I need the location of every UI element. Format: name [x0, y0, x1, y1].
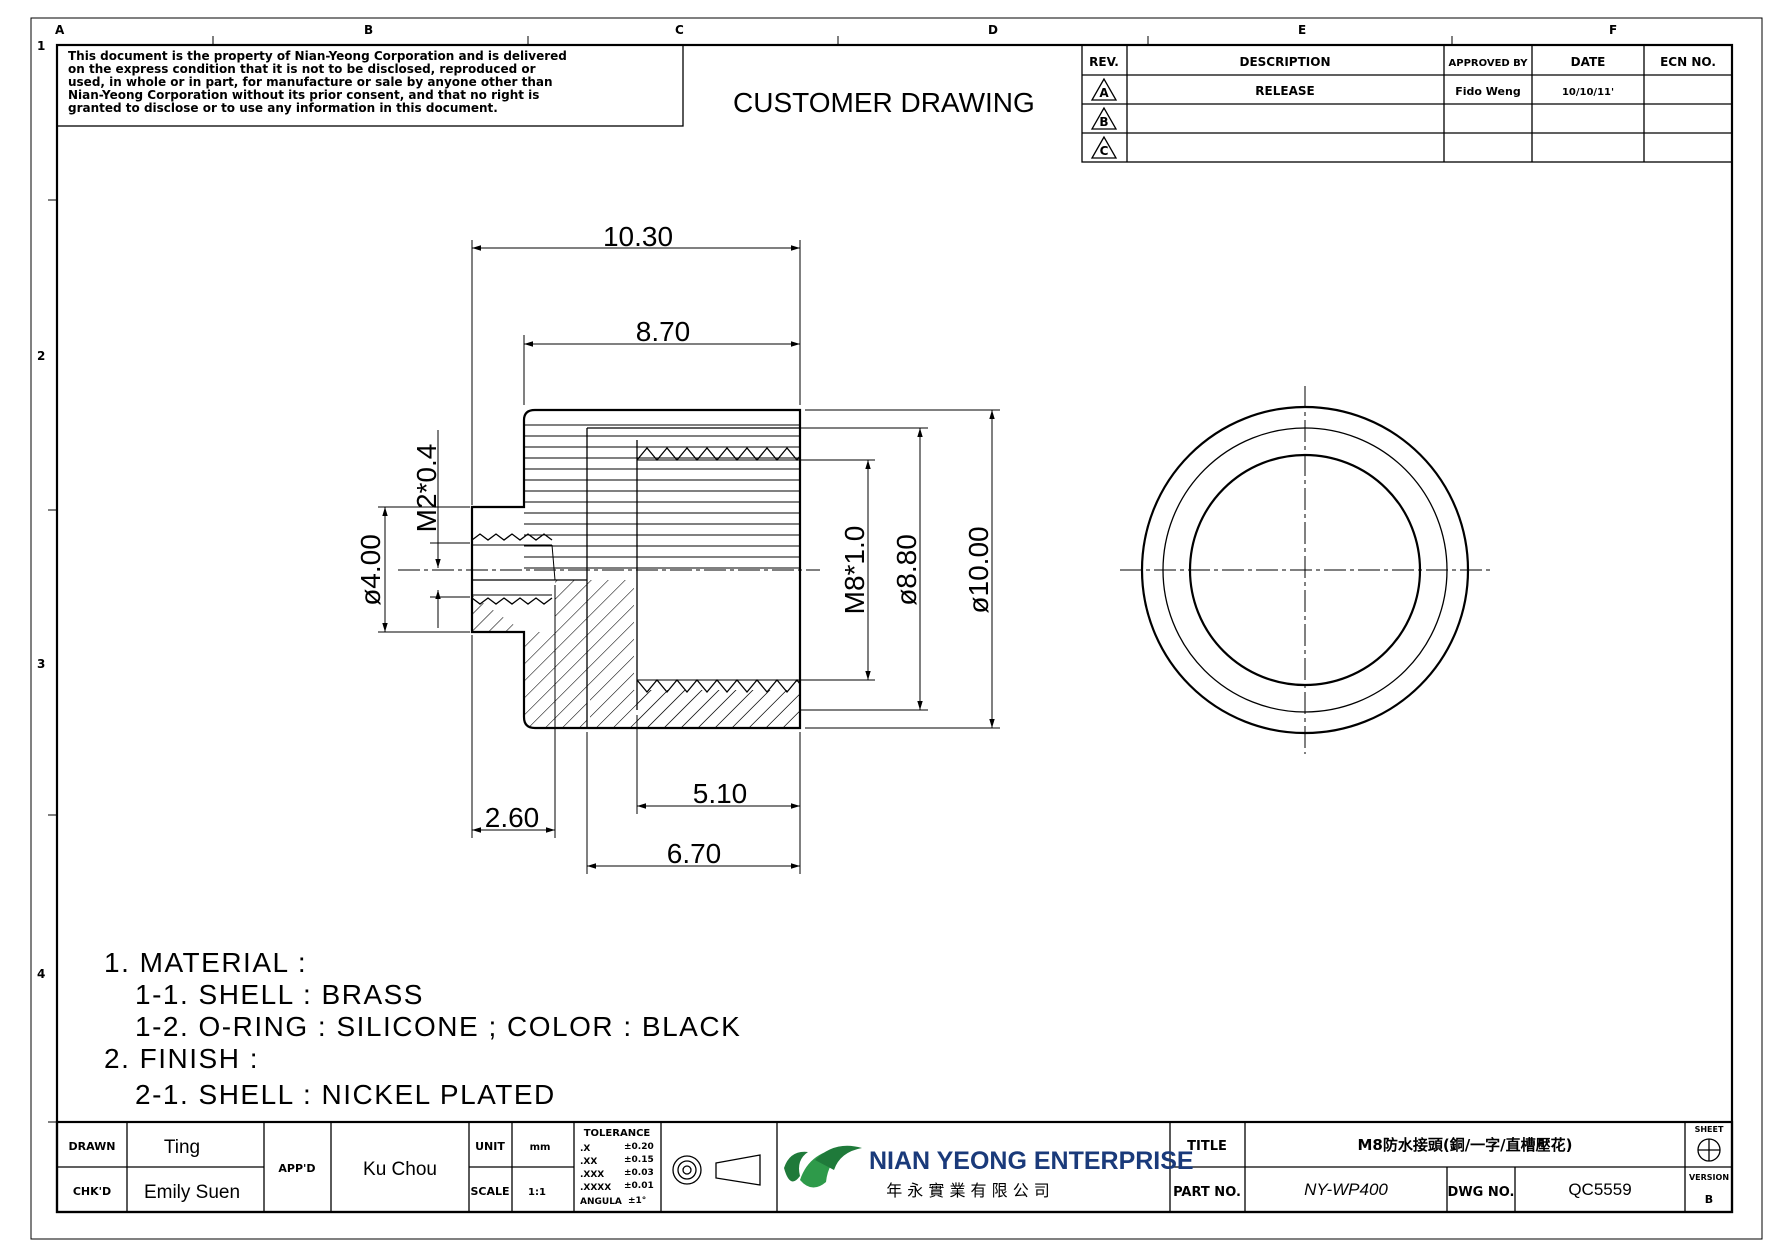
sheet-symbol-icon — [1697, 1138, 1721, 1162]
checked-value: Emily Suen — [144, 1182, 240, 1203]
knurl-lines — [524, 424, 800, 569]
section-view: 10.30 8.70 M2*0.4 ø4.00 M8*1.0 ø8.80 ø10… — [355, 221, 1000, 874]
tolerance-value: ±0.20 — [624, 1142, 654, 1152]
unit-value: mm — [530, 1142, 551, 1153]
approved-value: Ku Chou — [363, 1159, 437, 1180]
zone-label-row-1: 1 — [37, 39, 45, 53]
rev-a-approved-by: Fido Weng — [1455, 85, 1520, 98]
dwg-no-label: DWG NO. — [1448, 1185, 1515, 1200]
small-thread-lower — [471, 597, 553, 605]
outer-frame — [30, 17, 1763, 1240]
drawn-value: Ting — [164, 1137, 200, 1158]
thread-lower — [636, 678, 801, 694]
zone-label-col-b: B — [364, 23, 373, 37]
note-line: 1-2. O-RING : SILICONE ; COLOR : BLACK — [135, 1011, 741, 1042]
zone-label-col-f: F — [1609, 23, 1617, 37]
third-angle-projection-icon — [672, 1154, 761, 1186]
section-hatch-inner — [587, 580, 634, 690]
tolerance-label: .XXX — [580, 1170, 604, 1180]
rev-header-ecn: ECN NO. — [1660, 55, 1716, 69]
note-line: 2. FINISH : — [104, 1043, 259, 1074]
company-name: NIAN YEONG ENTERPRISE — [869, 1147, 1194, 1175]
dim-small-dia: ø4.00 — [355, 534, 386, 606]
dim-inner-dia: ø8.80 — [891, 534, 922, 606]
rev-header-description: DESCRIPTION — [1239, 55, 1330, 69]
tolerance-value: ±0.03 — [624, 1168, 654, 1178]
notes: 1. MATERIAL : 1-1. SHELL : BRASS 1-2. O-… — [104, 947, 741, 1110]
title-block: DRAWN Ting CHK'D Emily Suen APP'D Ku Cho… — [55, 1120, 1734, 1214]
zone-label-col-c: C — [675, 23, 684, 37]
zone-ticks-top — [212, 36, 1453, 45]
rev-triangle-icon — [1090, 135, 1118, 159]
notice-line: Nian-Yeong Corporation without its prior… — [68, 88, 539, 102]
tolerance-label: .XX — [580, 1157, 597, 1167]
notice-line: used, in whole or in part, for manufactu… — [68, 75, 553, 89]
end-view — [1120, 386, 1490, 754]
rev-b-letter: B — [1099, 115, 1108, 129]
tolerance-title: TOLERANCE — [584, 1128, 651, 1139]
zone-label-col-e: E — [1298, 23, 1306, 37]
rev-c-letter: C — [1100, 144, 1109, 158]
notice-line: granted to disclose or to use any inform… — [68, 101, 498, 115]
company-name-cn: 年 永 實 業 有 限 公 司 — [886, 1181, 1050, 1200]
dwg-no-value: QC5559 — [1568, 1180, 1631, 1199]
dim-overall-length: 10.30 — [603, 221, 673, 252]
title-label: TITLE — [1187, 1139, 1227, 1154]
note-line: 1. MATERIAL : — [104, 947, 307, 978]
notice-line: on the express condition that it is not … — [68, 62, 536, 76]
zone-label-col-a: A — [55, 23, 65, 37]
part-no-label: PART NO. — [1173, 1185, 1241, 1200]
thread-upper — [636, 446, 801, 462]
zone-label-row-2: 2 — [37, 349, 45, 363]
dim-bore-depth: 6.70 — [667, 838, 722, 869]
tolerance-value: ±1° — [628, 1196, 646, 1206]
zone-ticks-left — [48, 199, 57, 1123]
tolerance-value: ±0.15 — [624, 1155, 654, 1165]
rev-header-approved: APPROVED BY — [1449, 58, 1529, 69]
tolerance-label: .X — [580, 1144, 590, 1154]
note-line: 1-1. SHELL : BRASS — [135, 979, 424, 1010]
zone-label-row-3: 3 — [37, 657, 45, 671]
part-no-value: NY-WP400 — [1304, 1180, 1388, 1199]
revision-table: REV. DESCRIPTION APPROVED BY DATE ECN NO… — [1081, 44, 1733, 163]
rev-triangle-icon — [1090, 106, 1118, 130]
company-logo-icon — [784, 1145, 862, 1188]
tolerance-label: ANGULA — [580, 1197, 622, 1207]
sheet-label: SHEET — [1695, 1125, 1724, 1134]
rev-header-date: DATE — [1571, 55, 1606, 69]
part-outline — [470, 408, 802, 730]
notice-text: This document is the property of Nian-Ye… — [68, 49, 567, 115]
rev-triangle-icon — [1090, 77, 1118, 101]
rev-a-description: RELEASE — [1255, 84, 1314, 98]
unit-label: UNIT — [475, 1140, 505, 1153]
rev-a-letter: A — [1099, 86, 1109, 100]
drawing-heading: CUSTOMER DRAWING — [733, 87, 1035, 118]
small-thread-upper — [471, 533, 553, 541]
dim-thread-small: M2*0.4 — [411, 444, 442, 533]
dim-body-length: 8.70 — [636, 316, 691, 347]
zone-label-row-4: 4 — [37, 967, 45, 981]
dim-thread-depth: 5.10 — [693, 778, 748, 809]
notice-box — [56, 44, 684, 127]
section-hatch-thread — [637, 690, 800, 728]
dim-shoulder: 2.60 — [485, 802, 540, 833]
drawn-label: DRAWN — [69, 1140, 116, 1153]
version-label: VERSION — [1689, 1173, 1729, 1182]
version-value: B — [1705, 1193, 1713, 1206]
scale-label: SCALE — [470, 1185, 509, 1198]
notice-line: This document is the property of Nian-Ye… — [68, 49, 567, 63]
note-line: 2-1. SHELL : NICKEL PLATED — [135, 1079, 556, 1110]
approved-label: APP'D — [278, 1162, 315, 1175]
tolerance-label: .XXXX — [580, 1183, 611, 1193]
zone-label-col-d: D — [988, 23, 998, 37]
scale-value: 1:1 — [528, 1187, 546, 1198]
drawing-title: M8防水接頭(銅/一字/直槽壓花) — [1357, 1136, 1572, 1154]
dim-thread-large: M8*1.0 — [839, 526, 870, 615]
checked-label: CHK'D — [73, 1185, 111, 1198]
rev-header-rev: REV. — [1089, 55, 1119, 69]
rev-a-date: 10/10/11' — [1562, 87, 1614, 98]
dim-outer-dia: ø10.00 — [963, 526, 994, 613]
tolerance-value: ±0.01 — [624, 1181, 654, 1191]
